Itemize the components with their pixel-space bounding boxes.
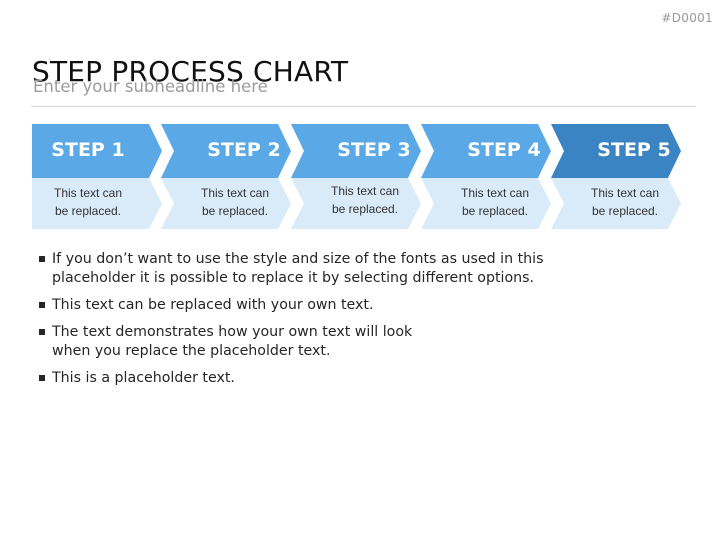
bullet-3-line-1: The text demonstrates how your own text … bbox=[52, 324, 413, 340]
step-4-text: This text can be replaced. bbox=[440, 184, 550, 220]
step-2-text-chevron bbox=[161, 178, 291, 229]
step-5-chevron bbox=[551, 124, 681, 178]
step-5-text: This text can be replaced. bbox=[570, 184, 680, 220]
bullet-2-line-1: This text can be replaced with your own … bbox=[52, 297, 374, 313]
step-2-text: This text can be replaced. bbox=[180, 184, 290, 220]
bullet-item: The text demonstrates how your own text … bbox=[38, 323, 598, 361]
step-4-label: STEP 4 bbox=[467, 139, 541, 161]
step-2-chevron bbox=[161, 124, 291, 178]
slide-id: #D0001 bbox=[661, 11, 713, 25]
step-3-text-line-1: This text can bbox=[330, 184, 400, 198]
step-4-text-line-1: This text can bbox=[460, 186, 530, 200]
bullet-1-line-1: If you don’t want to use the style and s… bbox=[52, 251, 544, 267]
step-5-label: STEP 5 bbox=[597, 139, 671, 161]
step-2-label: STEP 2 bbox=[207, 139, 281, 161]
step-3-text-line-2: be replaced. bbox=[331, 202, 399, 216]
step-5-text-line-1: This text can bbox=[590, 186, 660, 200]
step-5-text-line-2: be replaced. bbox=[591, 204, 659, 218]
bullet-square-icon bbox=[39, 329, 45, 335]
bullet-item: This text can be replaced with your own … bbox=[38, 296, 598, 315]
step-3-text-chevron bbox=[291, 178, 421, 229]
step-1-text-line-2: be replaced. bbox=[54, 204, 122, 218]
bullet-item: If you don’t want to use the style and s… bbox=[38, 250, 598, 288]
step-4-chevron bbox=[421, 124, 551, 178]
step-4-text-chevron bbox=[421, 178, 551, 229]
step-1-text: This text can be replaced. bbox=[33, 184, 143, 220]
step-2-text-line-1: This text can bbox=[200, 186, 270, 200]
bullet-list: If you don’t want to use the style and s… bbox=[38, 250, 598, 396]
bullet-square-icon bbox=[39, 302, 45, 308]
bullet-1-line-2: placeholder it is possible to replace it… bbox=[52, 270, 535, 286]
step-4-text-line-2: be replaced. bbox=[461, 204, 529, 218]
step-1-chevron bbox=[32, 124, 162, 178]
bullet-square-icon bbox=[39, 256, 45, 262]
bullet-3-line-2: when you replace the placeholder text. bbox=[52, 343, 331, 359]
step-1-text-chevron bbox=[32, 178, 162, 229]
step-3-text: This text can be replaced. bbox=[310, 182, 420, 218]
page-subtitle: Enter your subheadline here bbox=[33, 77, 268, 96]
page-title: STEP PROCESS CHART bbox=[32, 54, 349, 88]
step-2-text-line-2: be replaced. bbox=[201, 204, 269, 218]
title-divider bbox=[31, 106, 696, 107]
step-1-label: STEP 1 bbox=[51, 139, 125, 161]
step-5-text-chevron bbox=[551, 178, 681, 229]
step-3-label: STEP 3 bbox=[337, 139, 411, 161]
bullet-4-line-1: This is a placeholder text. bbox=[52, 370, 235, 386]
step-1-text-line-1: This text can bbox=[53, 186, 123, 200]
bullet-item: This is a placeholder text. bbox=[38, 369, 598, 388]
bullet-square-icon bbox=[39, 375, 45, 381]
step-3-chevron bbox=[291, 124, 421, 178]
